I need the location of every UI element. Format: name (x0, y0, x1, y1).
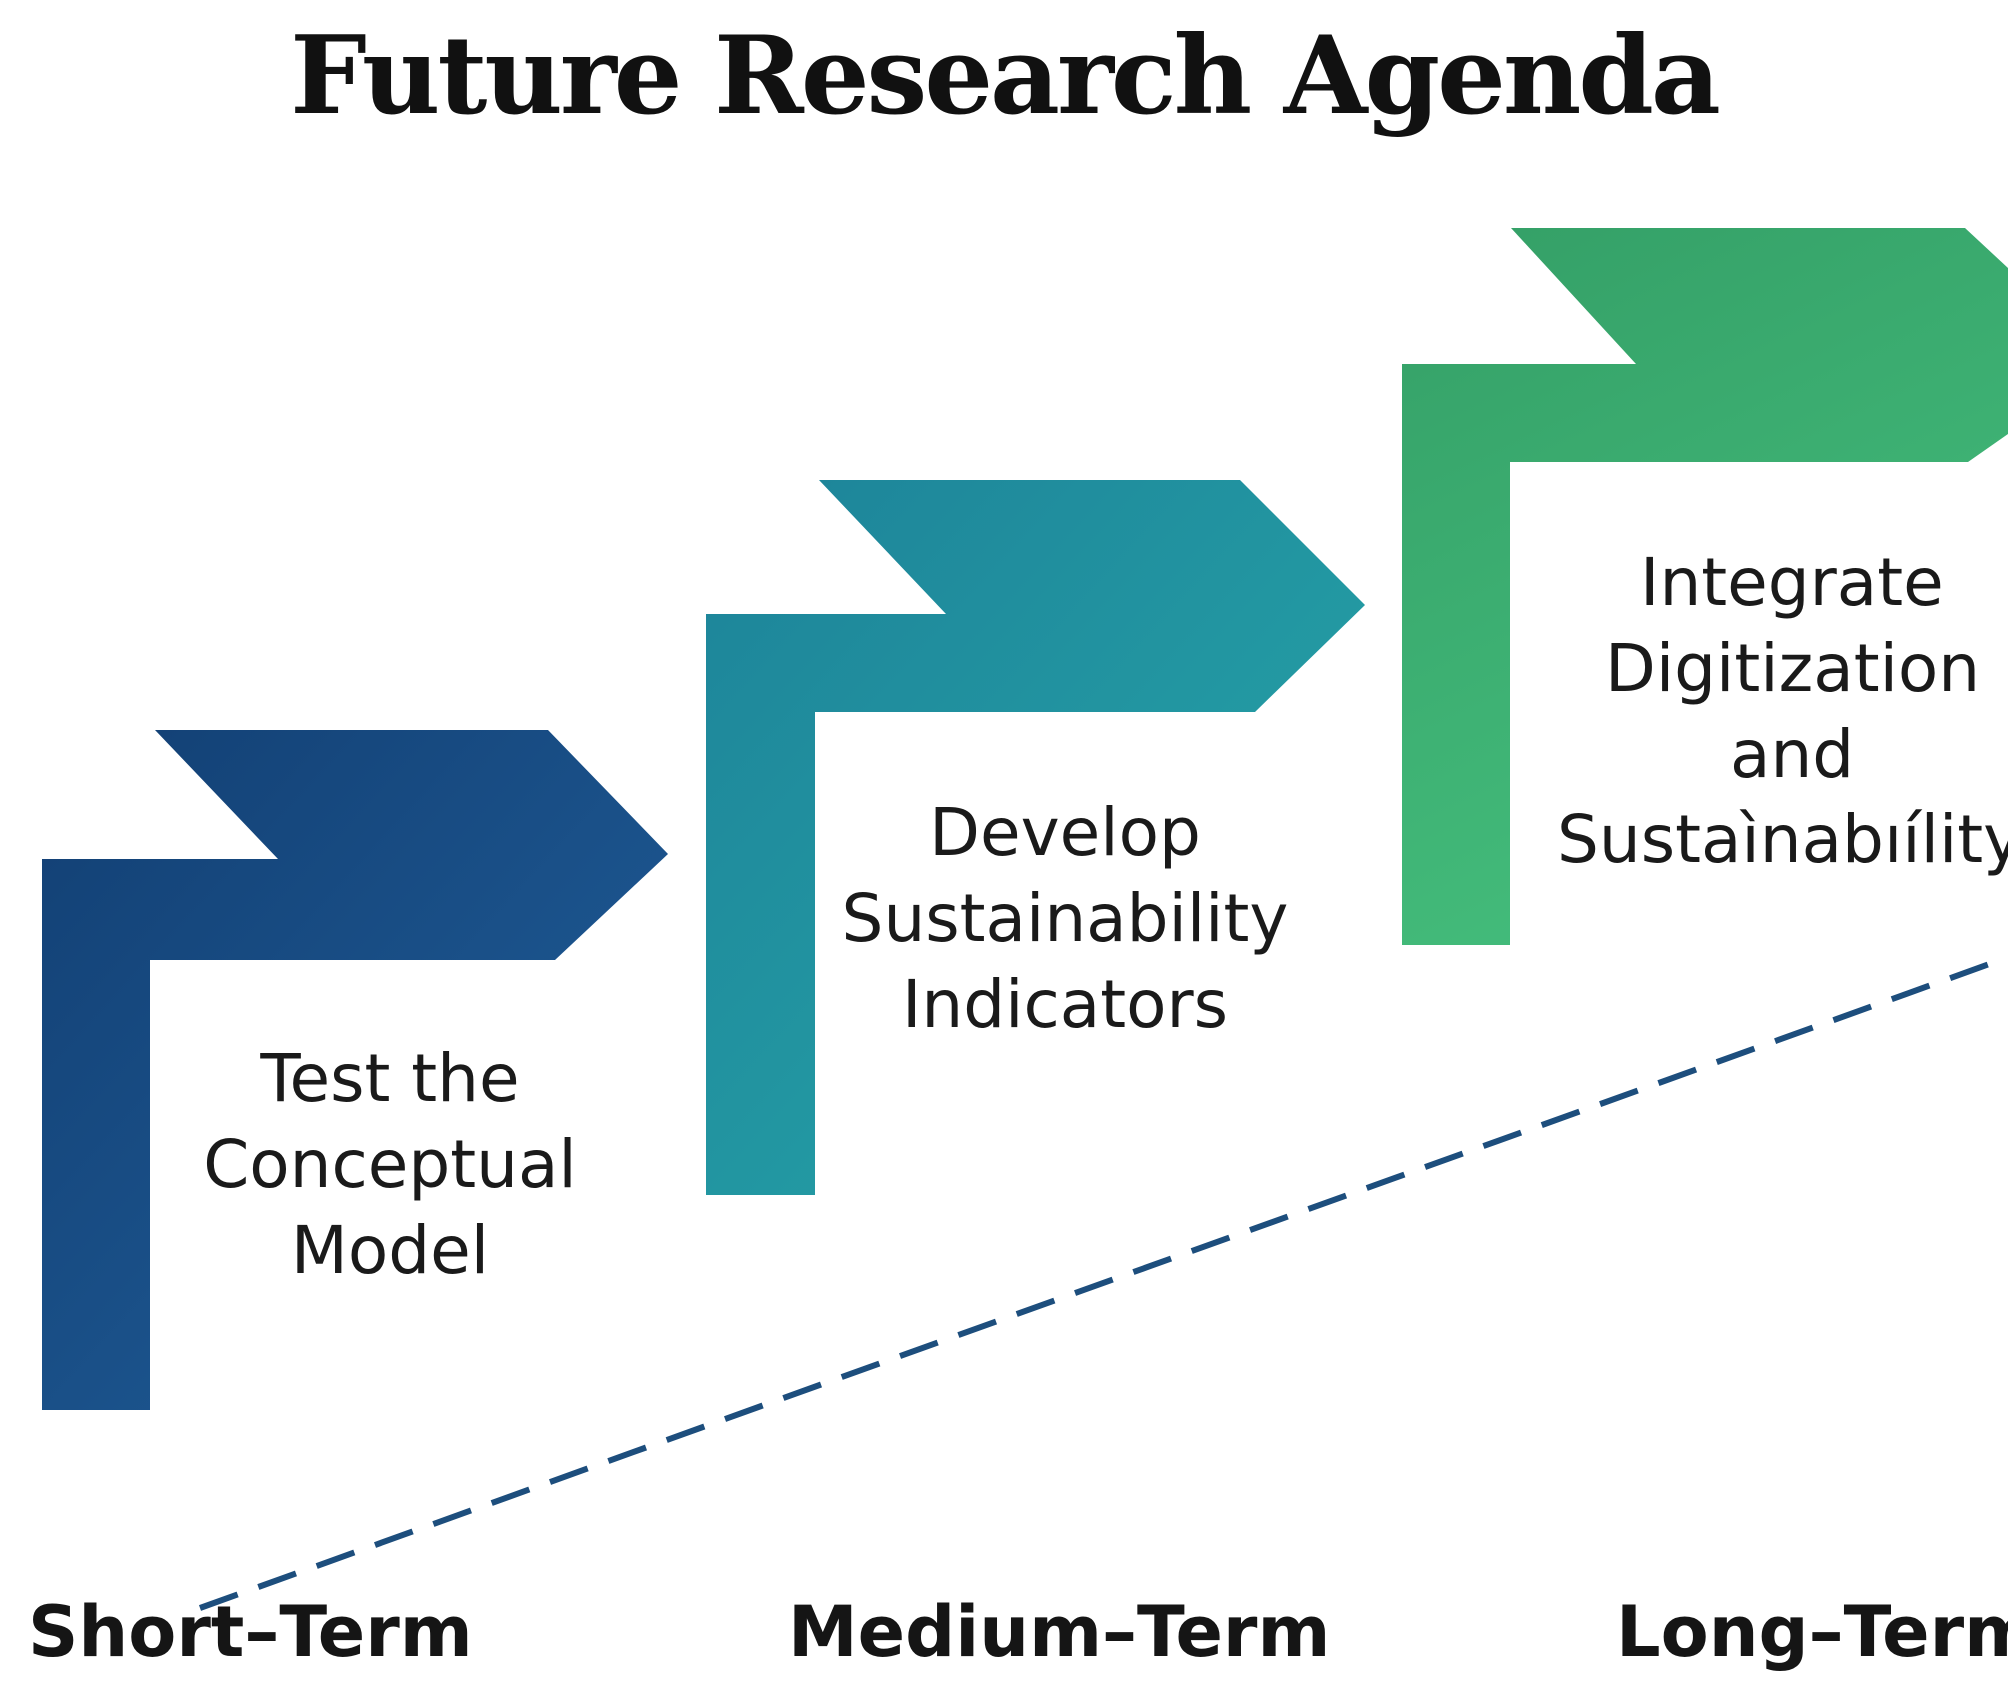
step-label-long-term: Integrate Digitization and Sustaìnabıíli… (1557, 544, 2008, 879)
medium-term-arrow (706, 480, 1365, 1195)
long-term-arrow (1402, 228, 2008, 945)
step-label-short-term: Test the Conceptual Model (203, 1040, 577, 1289)
term-label-long: Long–Term (1616, 1591, 2008, 1673)
short-term-arrow (42, 730, 668, 1410)
term-label-medium: Medium–Term (788, 1591, 1331, 1673)
step-label-medium-term: Develop Sustainability Indicators (841, 794, 1289, 1043)
diagram-title: Future Research Agenda (290, 13, 1721, 139)
term-label-short: Short–Term (28, 1591, 473, 1673)
trend-dashed-line (198, 959, 1997, 1611)
